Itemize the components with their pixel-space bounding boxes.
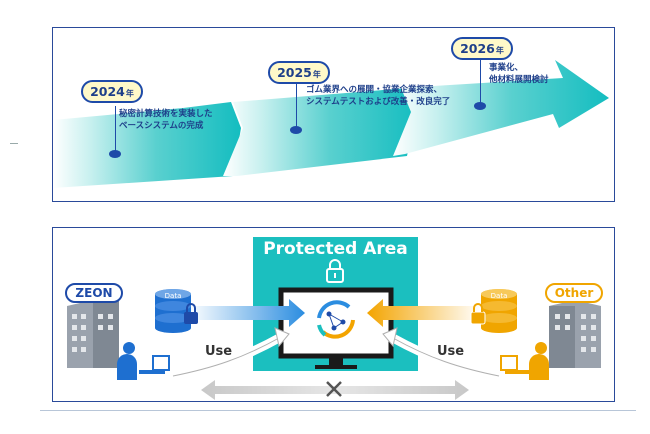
side-mark: [10, 143, 18, 144]
data-label-left: Data: [165, 292, 182, 300]
database-icon: [481, 289, 517, 333]
year-badge-2026: 2026年: [451, 37, 513, 60]
milestone-text-2026: 事業化、 他材料展開検討: [489, 63, 549, 85]
lock-icon: [184, 303, 198, 324]
lock-icon: [470, 303, 486, 325]
bottom-divider: [40, 410, 636, 411]
use-arrow-left: [274, 327, 290, 348]
lock-icon: [326, 259, 344, 283]
roadmap-arrow: [53, 60, 609, 188]
use-arrow-right: [382, 327, 398, 348]
person-at-laptop-icon: [117, 342, 170, 380]
protected-area-diagram: Protected Area: [52, 227, 615, 402]
milestone-line: [115, 106, 116, 152]
no-direct-exchange-icon: [326, 381, 342, 397]
protected-area-title: Protected Area: [263, 239, 408, 259]
milestone-line: [296, 84, 297, 128]
year-badge-2024: 2024年: [81, 80, 143, 103]
milestone-dot: [290, 126, 302, 134]
data-in-arrow-left: [188, 299, 305, 327]
person-at-laptop-icon: [500, 342, 549, 380]
company-label-zeon: ZEON: [65, 283, 123, 303]
company-label-other: Other: [545, 283, 603, 303]
data-label-right: Data: [491, 292, 508, 300]
use-label-left: Use: [205, 344, 233, 359]
milestone-text-2024: 秘密計算技術を実装した ベースシステムの完成: [119, 109, 213, 131]
use-label-right: Use: [437, 344, 465, 359]
milestone-text-2025: ゴム業界への展開・協業企業探索、 システムテストおよび改善・改良完了: [306, 85, 451, 107]
data-in-arrow-right: [367, 299, 481, 327]
cycle-icon: [317, 300, 355, 339]
milestone-line: [480, 60, 481, 104]
year-badge-2025: 2025年: [268, 61, 330, 84]
building-icon: [549, 300, 601, 368]
roadmap-timeline: 2024年 秘密計算技術を実装した ベースシステムの完成 2025年 ゴム業界へ…: [52, 27, 615, 202]
milestone-dot: [474, 102, 486, 110]
milestone-dot: [109, 150, 121, 158]
building-icon: [67, 300, 119, 368]
database-icon: [155, 289, 191, 333]
diagram-graphics: Data Data: [67, 259, 601, 400]
